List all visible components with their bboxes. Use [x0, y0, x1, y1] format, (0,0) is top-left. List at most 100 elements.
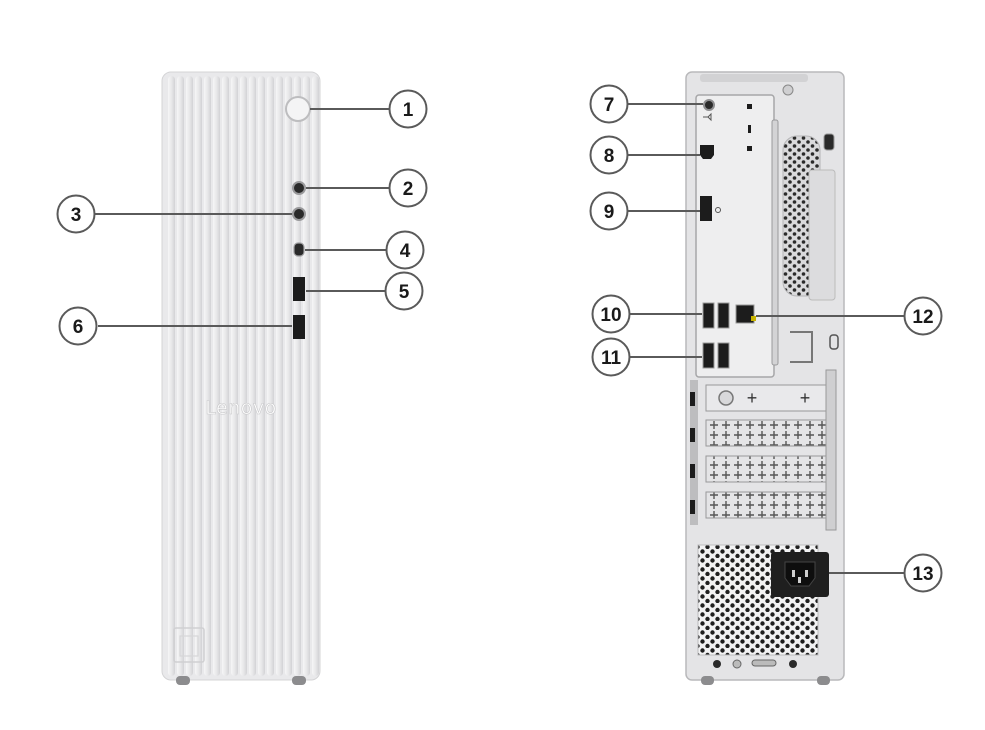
- rear-bracket: [808, 169, 836, 301]
- lenovo-logo-text: Lenovo: [205, 397, 276, 419]
- ac-power-connector[interactable]: [784, 561, 816, 587]
- rear-lock-loop: [829, 334, 839, 350]
- slot-frame-right: [825, 369, 837, 531]
- rear-usb-port-10a[interactable]: [702, 302, 715, 329]
- psu-pin-3: [798, 577, 801, 583]
- front-flute: [285, 76, 292, 676]
- front-usb-c-port[interactable]: [293, 242, 305, 257]
- front-flute: [276, 76, 283, 676]
- callout-2-label: 2: [403, 179, 414, 200]
- front-flute: [258, 76, 265, 676]
- callout-5-label: 5: [399, 282, 410, 303]
- callout-13: 13: [903, 553, 943, 593]
- callout-12-label: 12: [912, 307, 933, 328]
- callout-6-label: 6: [73, 317, 84, 338]
- expansion-slots: + +: [690, 369, 837, 531]
- front-view: Lenovo: [161, 71, 321, 685]
- ethernet-port[interactable]: [735, 304, 755, 324]
- front-flute: [204, 76, 211, 676]
- rear-bottom-screw-3: [789, 660, 797, 668]
- callouts: [95, 103, 904, 574]
- callout-6: 6: [58, 306, 98, 346]
- slot-bracket-4: [705, 491, 827, 519]
- rear-top-edge: [700, 74, 808, 82]
- rear-usb-port-11a[interactable]: [702, 342, 715, 369]
- front-flute: [240, 76, 247, 676]
- callout-4-label: 4: [400, 241, 411, 262]
- callout-12: 12: [903, 296, 943, 336]
- slot-bracket-2: [705, 419, 827, 447]
- slot-1-plus-b: +: [800, 388, 811, 408]
- front-flutes: [168, 76, 319, 676]
- callout-7-label: 7: [604, 95, 615, 116]
- rear-usb-port-10b[interactable]: [717, 302, 730, 329]
- callout-10: 10: [591, 294, 631, 334]
- rear-bottom-slot: [751, 659, 777, 667]
- slot-1-plus-a: +: [747, 388, 758, 408]
- callout-3-label: 3: [71, 205, 82, 226]
- front-flute: [213, 76, 220, 676]
- slot-1-knob: [718, 390, 734, 406]
- callout-3: 3: [56, 194, 96, 234]
- slot-clip-1: [690, 392, 695, 406]
- front-foot-right: [292, 676, 306, 685]
- front-flute: [186, 76, 193, 676]
- rear-screw: [782, 84, 794, 96]
- front-usb-a-port-6[interactable]: [293, 315, 305, 339]
- slot-bracket-3: [705, 455, 827, 483]
- front-flute: [222, 76, 229, 676]
- power-button[interactable]: [285, 96, 311, 122]
- callout-1: 1: [388, 89, 428, 129]
- callout-10-label: 10: [600, 305, 621, 326]
- io-plate: [695, 94, 775, 378]
- rear-lock-bracket: [790, 331, 813, 363]
- io-mark-2: [748, 125, 751, 133]
- slot-frame-left: [690, 380, 698, 525]
- front-usb-a-port-5[interactable]: [293, 277, 305, 301]
- front-flute: [303, 76, 310, 676]
- kensington-lock-slot[interactable]: [823, 133, 835, 151]
- callout-9-label: 9: [604, 202, 615, 223]
- slot-clip-2: [690, 428, 695, 442]
- front-flute: [231, 76, 238, 676]
- plate-rail: [771, 119, 779, 366]
- rear-audio-jack[interactable]: [703, 99, 715, 111]
- hdmi-port[interactable]: [700, 145, 714, 159]
- front-flute: [195, 76, 202, 676]
- ethernet-led: [751, 316, 756, 321]
- front-flute: [294, 76, 301, 676]
- rear-bottom-screw-1: [713, 660, 721, 668]
- callout-1-label: 1: [403, 100, 414, 121]
- rear-foot-left: [701, 676, 714, 685]
- io-mark-3: [747, 146, 752, 151]
- rear-usb-port-11b[interactable]: [717, 342, 730, 369]
- callout-8-label: 8: [604, 146, 615, 167]
- slot-clip-3: [690, 464, 695, 478]
- callout-13-label: 13: [912, 564, 933, 585]
- callout-5: 5: [384, 271, 424, 311]
- displayport-icon: [715, 207, 721, 213]
- front-audio-jack-2[interactable]: [292, 181, 306, 195]
- audio-out-icon: [703, 112, 712, 122]
- psu-pin-1: [792, 570, 795, 577]
- callout-9: 9: [589, 191, 629, 231]
- front-flute: [312, 76, 319, 676]
- slot-clip-4: [690, 500, 695, 514]
- callout-2: 2: [388, 168, 428, 208]
- rear-bottom-screw-2: [732, 659, 742, 669]
- callout-11: 11: [591, 337, 631, 377]
- io-mark-1: [747, 104, 752, 109]
- psu-pin-2: [805, 570, 808, 577]
- front-flute: [177, 76, 184, 676]
- front-foot-left: [176, 676, 190, 685]
- callout-markers: 1 2 3 4 5 6 7 8: [56, 84, 943, 593]
- rear-view: + +: [685, 71, 845, 685]
- callout-4: 4: [385, 230, 425, 270]
- front-audio-jack-3[interactable]: [292, 207, 306, 221]
- callout-7: 7: [589, 84, 629, 124]
- callout-8: 8: [589, 135, 629, 175]
- rear-foot-right: [817, 676, 830, 685]
- front-flute: [249, 76, 256, 676]
- displayport-port[interactable]: [700, 196, 712, 221]
